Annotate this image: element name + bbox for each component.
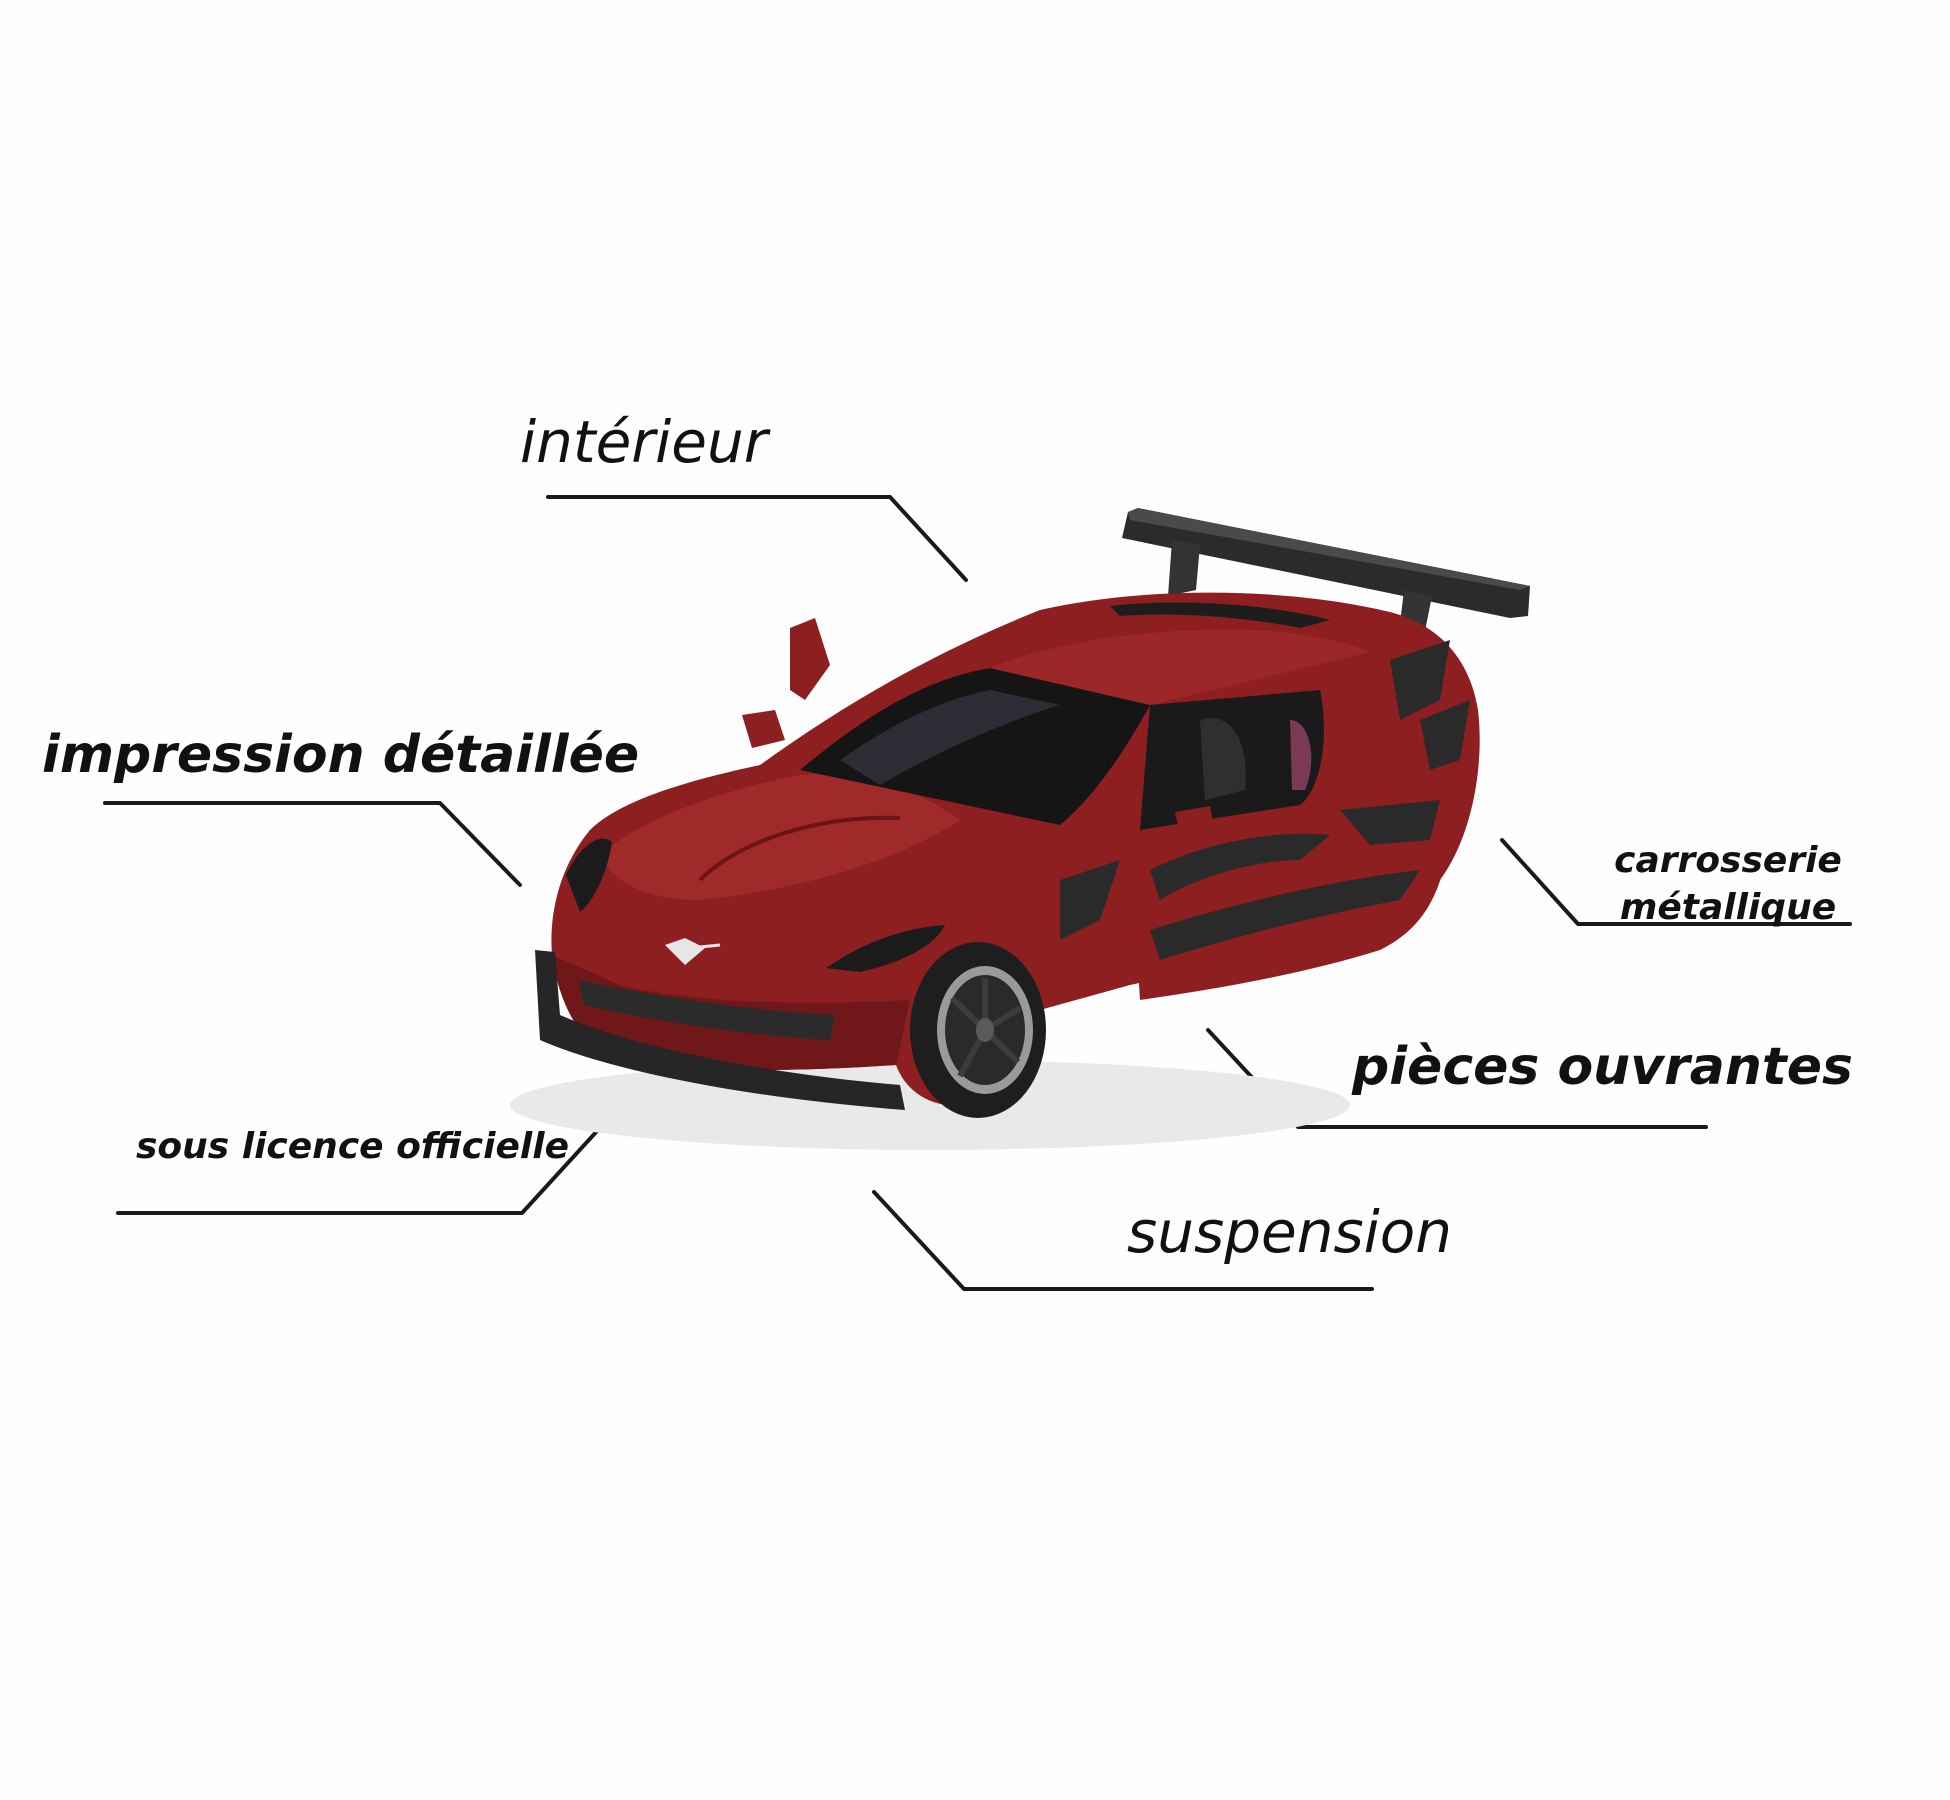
rear-livery-2 [1420,700,1470,770]
label-carrosserie-metallique: carrosserie métallique [1588,838,1868,932]
label-carrosserie-line2: métallique [1619,886,1837,928]
label-suspension: suspension [1127,1198,1453,1266]
emblem [665,938,721,965]
right-headlight [826,925,945,972]
door-livery-3 [1340,800,1440,845]
label-pieces-ouvrantes: pièces ouvrantes [1352,1037,1853,1097]
front-wheel [910,942,1046,1118]
interior-seat [1200,718,1246,800]
roof [990,629,1370,705]
hood-vent [698,815,901,882]
label-carrosserie-line1: carrosserie [1614,840,1842,881]
windshield-reflection [840,690,1060,785]
right-mirror [1175,806,1214,836]
leader-suspension [872,1190,1374,1291]
door-livery-1 [1150,833,1330,900]
leader-interieur [546,495,968,582]
label-interieur: intérieur [520,408,768,476]
left-mirror [742,710,785,748]
side-livery [1060,860,1120,940]
interior-pink-detail [1290,720,1312,790]
leader-pieces [1206,1028,1708,1129]
wing-blade-top [1128,508,1530,590]
wing-strut-left [1168,540,1200,596]
left-mirror-stalk [790,618,830,700]
rear-livery [1390,640,1450,720]
leader-licence [116,1128,600,1215]
label-sous-licence-officielle: sous licence officielle [136,1126,569,1167]
leader-carrosserie [1500,838,1852,926]
left-headlight [566,838,612,912]
leader-impression [103,801,522,887]
hood [600,774,960,900]
label-impression-detaillee: impression détaillée [42,725,640,785]
front-grille [578,980,835,1040]
door-livery-2 [1150,870,1420,960]
windshield [800,668,1150,825]
front-splitter [535,950,905,1110]
roof-panel [1110,602,1330,628]
